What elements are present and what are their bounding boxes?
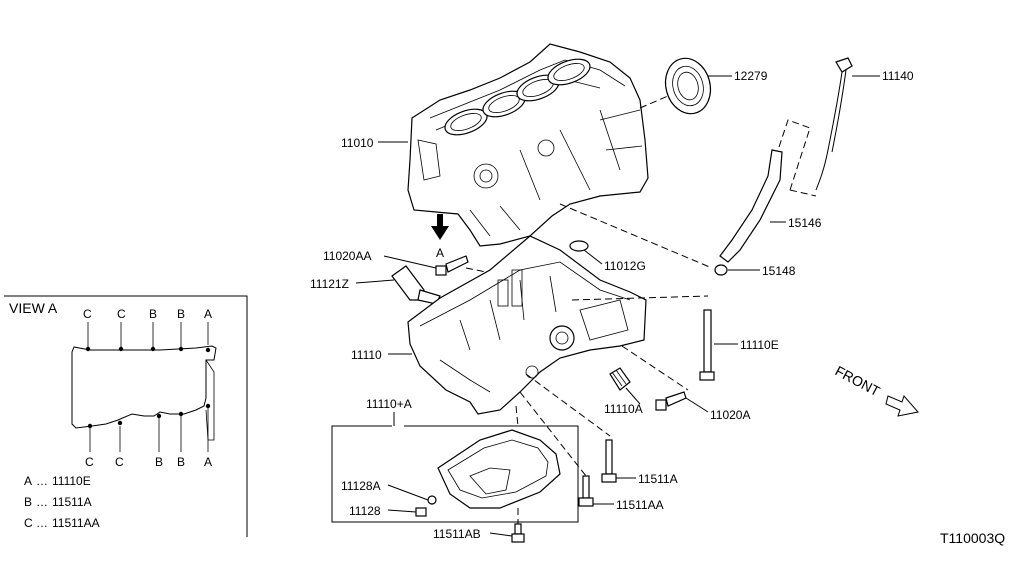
front-label: FRONT — [833, 363, 883, 400]
label-12279: 12279 — [734, 69, 768, 83]
svg-text:…: … — [36, 516, 48, 530]
label-11121z: 11121Z — [310, 277, 349, 291]
oil-level-gauge-guide — [719, 149, 783, 263]
view-a-top-letter-4: B — [177, 307, 185, 321]
label-leaders — [355, 75, 880, 537]
legend-part-c: 11511AA — [52, 516, 100, 530]
bolt-11511aa — [578, 475, 594, 507]
view-a-frame — [4, 295, 248, 537]
diagram-id: T110003Q — [940, 530, 1005, 546]
legend-letter-b: B — [24, 495, 32, 509]
oil-strainer — [391, 265, 441, 305]
bolt-11020aa — [435, 255, 469, 276]
view-a-title: VIEW A — [9, 300, 58, 316]
label-11110a: 11110A — [604, 402, 643, 416]
label-11511aa: 11511AA — [616, 498, 664, 512]
oil-pan-upper — [407, 235, 647, 415]
bolt-11511ab — [511, 523, 525, 543]
gasket — [569, 240, 589, 252]
view-a-top-letter-5: A — [204, 307, 212, 321]
label-11012g: 11012G — [604, 259, 646, 273]
svg-text:…: … — [36, 495, 48, 509]
view-a-flange — [205, 359, 215, 441]
label-11511ab: 11511AB — [433, 527, 481, 541]
legend-part-b: 11511A — [52, 495, 92, 509]
view-a-bolts — [85, 346, 211, 429]
label-11110-plus-a: 11110+A — [366, 397, 412, 411]
label-15148: 15148 — [762, 264, 796, 278]
view-a-top-letter-2: C — [117, 307, 126, 321]
view-a-legend: A … 11110E B … 11511A C … 11511AA — [24, 474, 100, 530]
view-a-bottom-letter-2: C — [115, 455, 124, 469]
rear-oil-seal — [664, 57, 712, 115]
view-a-bottom-letter-5: A — [204, 455, 212, 469]
reference-lines — [465, 95, 817, 524]
oil-pan-lower-group — [331, 425, 579, 523]
bolt-11110e — [699, 309, 715, 381]
svg-text:…: … — [36, 474, 48, 488]
part-labels: 12279 11140 11010 15146 11020AA 11012G 1… — [310, 69, 914, 541]
legend-part-a: 11110E — [52, 474, 91, 488]
bolt-11511a — [601, 439, 617, 483]
view-a-bottom-letter-4: B — [177, 455, 185, 469]
label-11010: 11010 — [341, 136, 374, 150]
view-a-arrow-label: A — [436, 246, 444, 260]
oil-level-gauge — [815, 57, 853, 191]
label-11128a: 11128A — [341, 479, 381, 493]
view-a-top-letter-1: C — [83, 307, 92, 321]
view-a-bottom-letter-3: B — [155, 455, 163, 469]
label-11128: 11128 — [349, 504, 381, 518]
label-11110: 11110 — [351, 348, 382, 362]
view-a-panel: VIEW A C C B B A — [4, 295, 248, 537]
label-11140: 11140 — [882, 69, 914, 83]
view-a-oil-pan-outline — [71, 345, 217, 429]
view-a-arrow: A — [431, 214, 449, 260]
label-11110e: 11110E — [740, 338, 779, 352]
legend-letter-c: C — [24, 516, 33, 530]
front-arrow-icon — [885, 395, 919, 417]
view-a-top-letter-3: B — [149, 307, 157, 321]
label-11020aa: 11020AA — [323, 249, 372, 263]
cylinder-block — [407, 43, 649, 247]
view-a-bottom-letter-1: C — [85, 455, 94, 469]
label-15146: 15146 — [788, 216, 822, 230]
label-11511a: 11511A — [638, 472, 678, 486]
label-11020a: 11020A — [710, 408, 750, 422]
relief-spring — [609, 367, 631, 391]
front-indicator: FRONT — [833, 363, 919, 417]
o-ring — [714, 264, 728, 276]
bolt-11020a — [655, 391, 687, 411]
legend-letter-a: A — [24, 474, 32, 488]
view-a-leaders — [87, 322, 209, 452]
